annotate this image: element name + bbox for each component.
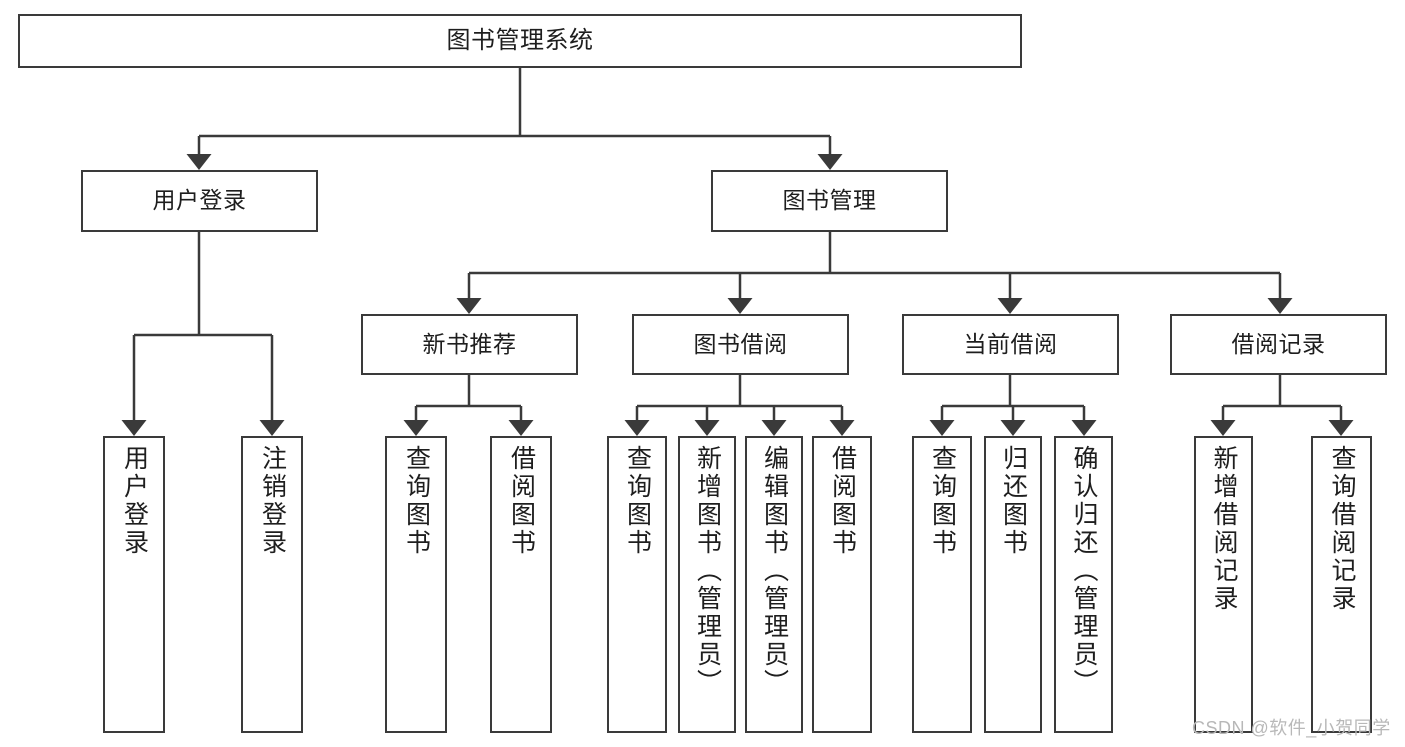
node-leaf-logout-login[interactable]: 注销登录 xyxy=(241,436,303,733)
node-current-borrow[interactable]: 当前借阅 xyxy=(902,314,1119,375)
node-leaf-logout-login-label: 注销登录 xyxy=(258,445,287,557)
node-borrow-record-label: 借阅记录 xyxy=(1231,330,1326,357)
node-leaf-query-book-3-label: 查询图书 xyxy=(928,445,957,557)
node-leaf-add-book[interactable]: 新增图书（管理员） xyxy=(678,436,736,733)
node-book-borrow[interactable]: 图书借阅 xyxy=(632,314,849,375)
node-leaf-confirm-return[interactable]: 确认归还（管理员） xyxy=(1054,436,1113,733)
node-leaf-edit-book-label: 编辑图书（管理员） xyxy=(760,445,789,697)
node-leaf-edit-book[interactable]: 编辑图书（管理员） xyxy=(745,436,803,733)
node-new-book-rec-label: 新书推荐 xyxy=(422,330,517,357)
node-leaf-query-book-3[interactable]: 查询图书 xyxy=(912,436,972,733)
node-leaf-borrow-book-2-label: 借阅图书 xyxy=(828,445,857,557)
node-leaf-confirm-return-label: 确认归还（管理员） xyxy=(1070,445,1098,697)
node-leaf-query-record-label: 查询借阅记录 xyxy=(1328,445,1356,613)
node-leaf-add-record[interactable]: 新增借阅记录 xyxy=(1194,436,1253,733)
node-leaf-borrow-book-1-label: 借阅图书 xyxy=(507,445,536,557)
node-leaf-return-book[interactable]: 归还图书 xyxy=(984,436,1042,733)
node-leaf-query-book-2-label: 查询图书 xyxy=(623,445,652,557)
node-current-borrow-label: 当前借阅 xyxy=(963,330,1058,357)
node-leaf-query-record[interactable]: 查询借阅记录 xyxy=(1311,436,1372,733)
node-leaf-add-book-label: 新增图书（管理员） xyxy=(693,445,722,697)
node-root-label: 图书管理系统 xyxy=(446,26,594,54)
node-root[interactable]: 图书管理系统 xyxy=(18,14,1022,68)
node-book-borrow-label: 图书借阅 xyxy=(693,330,788,357)
node-new-book-rec[interactable]: 新书推荐 xyxy=(361,314,578,375)
node-leaf-borrow-book-2[interactable]: 借阅图书 xyxy=(812,436,872,733)
node-leaf-query-book-1[interactable]: 查询图书 xyxy=(385,436,447,733)
node-leaf-user-login-label: 用户登录 xyxy=(120,445,149,557)
node-leaf-user-login[interactable]: 用户登录 xyxy=(103,436,165,733)
node-book-manage[interactable]: 图书管理 xyxy=(711,170,948,232)
node-book-manage-label: 图书管理 xyxy=(782,187,877,214)
csdn-watermark: CSDN @软件_小贺同学 xyxy=(1192,718,1391,738)
node-leaf-query-book-1-label: 查询图书 xyxy=(402,445,431,557)
node-leaf-return-book-label: 归还图书 xyxy=(999,445,1028,557)
node-user-login[interactable]: 用户登录 xyxy=(81,170,318,232)
node-leaf-query-book-2[interactable]: 查询图书 xyxy=(607,436,667,733)
node-borrow-record[interactable]: 借阅记录 xyxy=(1170,314,1387,375)
node-user-login-label: 用户登录 xyxy=(152,187,247,214)
node-leaf-borrow-book-1[interactable]: 借阅图书 xyxy=(490,436,552,733)
node-leaf-add-record-label: 新增借阅记录 xyxy=(1210,445,1238,613)
